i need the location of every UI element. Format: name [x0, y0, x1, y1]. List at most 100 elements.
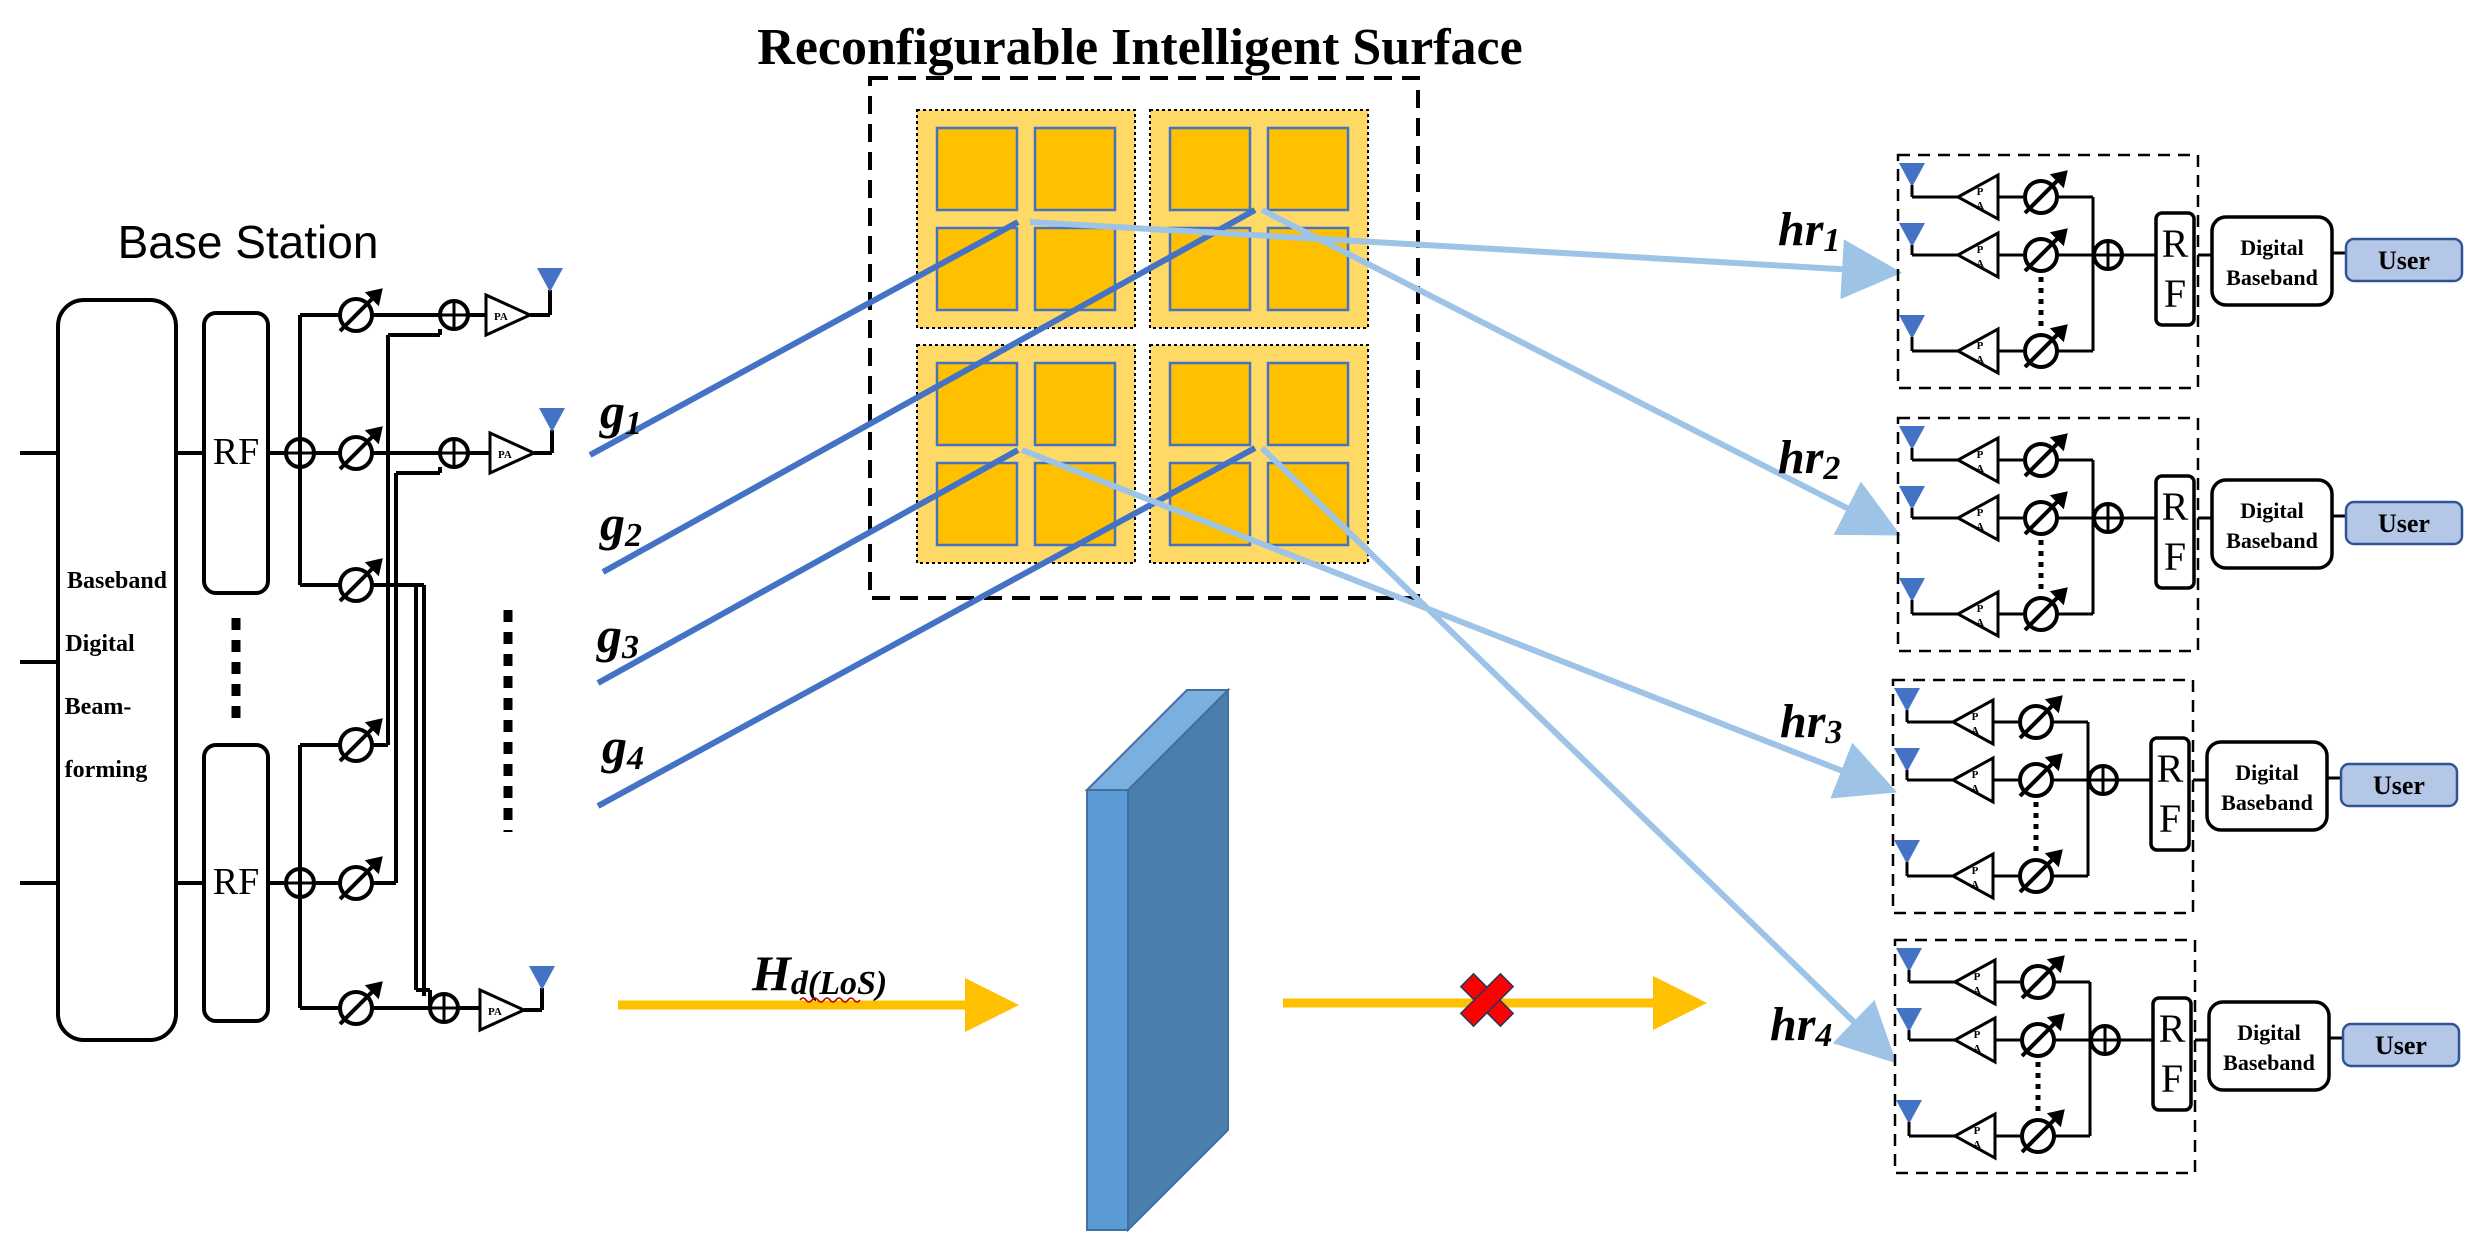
power-amplifier-icon: PA [1949, 697, 1995, 747]
hr1-link [1029, 219, 1902, 300]
power-amplifier-icon: PA [1954, 435, 2000, 485]
blocked-mark [1459, 972, 1515, 1028]
combiner-icon [2092, 502, 2124, 534]
pa-label-p: P [1972, 769, 1979, 781]
g1-label: g1 [599, 383, 642, 442]
antenna-icon [1899, 315, 1925, 339]
g2-link [601, 207, 1257, 575]
pa-label-p: P [1972, 865, 1979, 877]
digital-baseband-block [2207, 1000, 2331, 1092]
ris-element [1033, 361, 1117, 447]
antenna-icon [1899, 223, 1925, 247]
ris-element [1266, 461, 1350, 547]
ris-element [1168, 226, 1252, 312]
antenna-icon [537, 268, 563, 292]
phase-shifter-icon [2020, 1109, 2065, 1154]
user-array-outline [1896, 153, 2200, 390]
ris-tile [916, 109, 1136, 329]
obstacle-top-face [1084, 689, 1231, 791]
phase-shifter-icon [2018, 849, 2063, 894]
user-rf-label-f: F [2164, 271, 2186, 316]
ris-tiles [916, 109, 1369, 564]
power-amplifier-icon [488, 430, 538, 476]
antenna-icon [1894, 688, 1920, 712]
obstacle-front-face [1086, 789, 1129, 1231]
power-amplifier-icon: PA [1954, 326, 2000, 376]
user-box [2341, 1022, 2461, 1068]
power-amplifier-icon: PA [1954, 589, 2000, 639]
combiner-icon [438, 437, 470, 469]
power-amplifier-icon [484, 292, 534, 338]
pa-label-p: P [1977, 603, 1984, 615]
antenna-icon [1899, 486, 1925, 510]
pa-label: PA [488, 1006, 502, 1018]
combiner-icon [2092, 239, 2124, 271]
g4-link [596, 445, 1257, 809]
user-terminals: PAPAPARFDigitalBasebandUserhr1PAPAPARFDi… [1770, 153, 2464, 1175]
g3-link [596, 447, 1020, 686]
g3-label: g3 [596, 607, 639, 666]
pa-label-a: A [1973, 1043, 1981, 1055]
digital-baseband-block [2210, 478, 2334, 570]
power-amplifier-icon: PA [1951, 1015, 1997, 1065]
power-amplifier-icon: PA [1954, 493, 2000, 543]
ris-element [935, 461, 1019, 547]
ris-element [1266, 361, 1350, 447]
base-station-label: Base Station [118, 216, 379, 268]
pa-label-p: P [1974, 971, 1981, 983]
user-array-outline [1893, 938, 2197, 1175]
phase-shifter-icon [338, 288, 383, 333]
antenna-icon [1894, 840, 1920, 864]
user-label: User [2375, 1031, 2427, 1060]
baseband-line-2: Digital [65, 631, 135, 657]
power-amplifier-icon: PA [1949, 755, 1995, 805]
pa-label-p: P [1974, 1029, 1981, 1041]
digital-baseband-line-2: Baseband [2226, 528, 2318, 553]
pa-label-a: A [1971, 783, 1979, 795]
pa-label-a: A [1971, 879, 1979, 891]
user-rf-label-r: R [2157, 746, 2184, 791]
user-rf-label-f: F [2159, 796, 2181, 841]
pa-label-a: A [1976, 617, 1984, 629]
hr2-link [1260, 207, 1901, 536]
combiner-icon [428, 992, 460, 1024]
g4-label: g4 [601, 718, 644, 777]
ris-tile [1149, 109, 1369, 329]
g-links [588, 207, 1257, 809]
antenna-icon [1896, 1100, 1922, 1124]
phase-shifter-icon [2023, 433, 2068, 478]
base-station: Base Station Baseband Digital Beam- form… [20, 216, 565, 1042]
power-amplifier-icon [478, 987, 528, 1033]
digital-baseband-line-1: Digital [2237, 1020, 2301, 1045]
power-amplifier-icon: PA [1951, 1111, 1997, 1161]
pa-label-a: A [1976, 463, 1984, 475]
g1-link [588, 219, 1020, 458]
ris-element [1168, 361, 1252, 447]
user-box [2339, 762, 2459, 808]
antenna-icon [1894, 748, 1920, 772]
user-array-outline [1891, 678, 2195, 915]
baseband-beamforming-block [56, 298, 178, 1042]
hr4-link [1259, 445, 1897, 1064]
phase-shifter-icon [338, 981, 383, 1026]
baseband-line-1: Baseband [67, 568, 168, 594]
phase-shifter-icon [2023, 324, 2068, 369]
digital-baseband-line-2: Baseband [2223, 1050, 2315, 1075]
hr-label: hr1 [1778, 203, 1840, 259]
pa-label-p: P [1977, 340, 1984, 352]
hr-label: hr2 [1778, 431, 1840, 487]
combiner-icon [2089, 1024, 2121, 1056]
hr-label: hr4 [1770, 998, 1832, 1054]
power-amplifier-icon: PA [1954, 230, 2000, 280]
pa-label-a: A [1976, 258, 1984, 270]
pa-label-a: A [1976, 354, 1984, 366]
phase-shifter-icon [2023, 170, 2068, 215]
user-label: User [2373, 771, 2425, 800]
combiner-icon [438, 299, 470, 331]
phase-shifter-icon [2023, 228, 2068, 273]
phase-shifter-icon [2020, 955, 2065, 1000]
power-amplifier-icon: PA [1949, 851, 1995, 901]
